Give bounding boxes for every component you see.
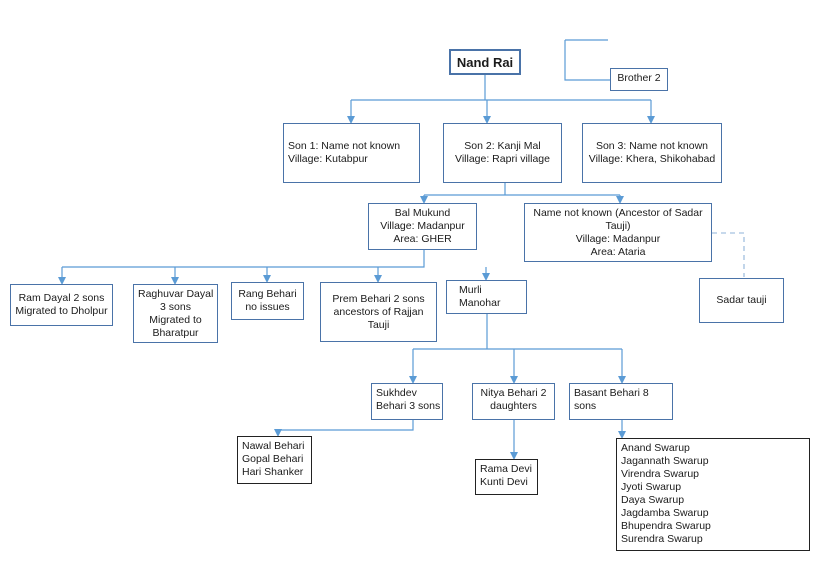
connector-balmukund-bus — [62, 250, 425, 268]
node-text-line: Area: GHER — [393, 233, 452, 245]
node-text-line: Daya Swarup — [621, 494, 685, 506]
node-text-line: Village: Rapri village — [455, 153, 550, 165]
node-text-line: 3 sons — [160, 301, 191, 313]
node-text-line: Bal Mukund — [394, 207, 451, 219]
node-text-line: Bharatpur — [152, 327, 199, 339]
node-text-line: Area: Ataria — [590, 246, 646, 258]
node-sadar-tauji: Sadar tauji — [699, 278, 784, 323]
node-text-line: Tauji — [367, 319, 390, 331]
node-text-line: Tauji) — [605, 220, 631, 232]
node-text-line: Brother 2 — [617, 72, 661, 84]
node-text-line: Jagannath Swarup — [621, 455, 709, 467]
connector-nandrai-brother — [564, 39, 610, 81]
connector-son2-bus — [424, 183, 620, 196]
node-text-line: Manohar — [459, 297, 501, 309]
node-text-line: Nitya Behari 2 — [480, 387, 547, 399]
node-text-line: Bhupendra Swarup — [621, 520, 711, 532]
node-text-line: Jyoti Swarup — [621, 481, 682, 493]
node-text-line: Anand Swarup — [621, 442, 690, 454]
node-text-line: Village: Madanpur — [575, 233, 661, 245]
node-text-line: Nand Rai — [456, 55, 514, 70]
node-text-line: Behari 3 sons — [376, 400, 441, 412]
node-nand-rai: Nand Rai — [449, 49, 521, 75]
node-text-line: Prem Behari 2 sons — [332, 293, 425, 305]
node-text-line: Sadar tauji — [716, 294, 767, 306]
connector-murli-bus — [413, 314, 622, 350]
node-text-line: Migrated to Dholpur — [15, 305, 108, 317]
node-text-line: Murli — [459, 284, 482, 296]
node-text-line: Village: Khera, Shikohabad — [588, 153, 716, 165]
node-text-line: Nawal Behari — [242, 440, 305, 452]
node-text-line: no issues — [245, 301, 290, 313]
node-text-line: Rang Behari — [238, 288, 297, 300]
node-text-line: Sukhdev — [376, 387, 417, 399]
connector-to-sukhdev-sons — [274, 420, 414, 437]
node-text-line: Raghuvar Dayal — [138, 288, 214, 300]
node-text-line: Son 1: Name not known — [288, 140, 401, 152]
node-text-line: daughters — [490, 400, 537, 412]
node-text-line: Virendra Swarup — [621, 468, 700, 480]
node-text-line: ancestors of Rajjan — [333, 306, 424, 318]
connector-nandrai-bus — [351, 75, 651, 101]
connector-dashed-sadar — [712, 232, 745, 277]
node-text-line: Surendra Swarup — [621, 533, 703, 545]
node-text-line: sons — [574, 400, 597, 412]
node-text-line: Village: Madanpur — [380, 220, 465, 232]
node-text-line: Name not known (Ancestor of Sadar — [533, 207, 703, 219]
node-text-line: Kunti Devi — [480, 476, 528, 488]
node-text-line: Migrated to — [149, 314, 202, 326]
node-text-line: Gopal Behari — [242, 453, 304, 465]
node-text-line: Village: Kutabpur — [288, 153, 368, 165]
node-text-line: Son 2: Kanji Mal — [464, 140, 541, 152]
node-text-line: Jagdamba Swarup — [621, 507, 709, 519]
node-text-line: Rama Devi — [480, 463, 532, 475]
node-text-line: Son 3: Name not known — [595, 140, 709, 152]
node-brother-2: Brother 2 — [610, 68, 668, 91]
node-text-line: Ram Dayal 2 sons — [18, 292, 105, 304]
node-text-line: Hari Shanker — [242, 466, 304, 478]
node-text-line: Basant Behari 8 — [574, 387, 649, 399]
